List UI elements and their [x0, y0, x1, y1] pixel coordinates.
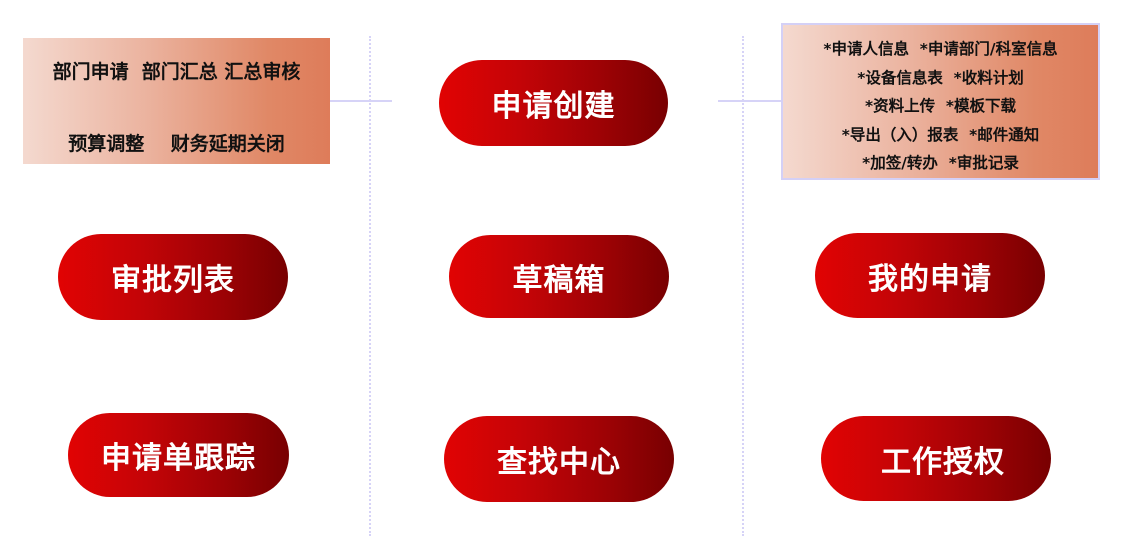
my-applications-button[interactable]: 我的申请 [815, 233, 1045, 318]
connector-left [330, 100, 392, 102]
feature-row: *申请人信息 *申请部门/科室信息 [823, 40, 1058, 58]
create-application-button[interactable]: 申请创建 [439, 60, 668, 146]
application-tracking-button[interactable]: 申请单跟踪 [68, 413, 289, 497]
feature-row: *设备信息表 *收料计划 [857, 68, 1024, 87]
connector-right [718, 100, 782, 102]
department-functions-row: 部门申请 部门汇总 汇总审核 [52, 61, 301, 83]
department-functions-row: 预算调整 财务延期关闭 [68, 133, 285, 155]
drafts-button[interactable]: 草稿箱 [449, 235, 669, 318]
application-features-box: *申请人信息 *申请部门/科室信息 *设备信息表 *收料计划 *资料上传 *模板… [781, 23, 1100, 180]
column-divider-right [742, 36, 744, 536]
feature-row: *导出（入）报表 *邮件通知 [841, 125, 1040, 144]
work-authorization-button[interactable]: 工作授权 [821, 416, 1051, 501]
column-divider-left [369, 36, 371, 536]
search-center-button[interactable]: 查找中心 [444, 416, 674, 502]
feature-row: *加签/转办 *审批记录 [862, 154, 1019, 173]
department-functions-box: 部门申请 部门汇总 汇总审核 预算调整 财务延期关闭 [23, 38, 330, 164]
feature-row: *资料上传 *模板下载 [864, 97, 1016, 116]
approval-list-button[interactable]: 审批列表 [58, 234, 288, 320]
